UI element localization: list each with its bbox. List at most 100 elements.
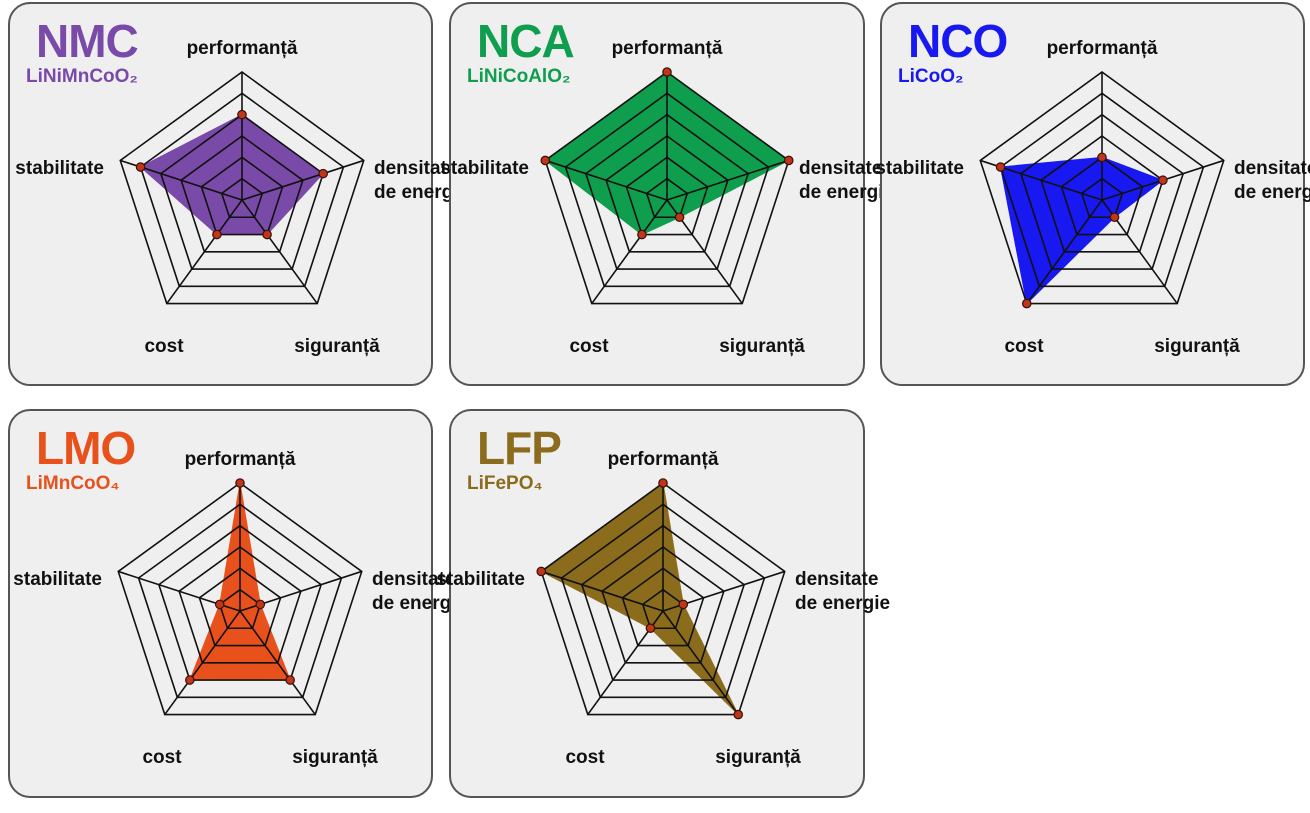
grid-ring (580, 524, 746, 681)
chart-subtitle: LiNiCoAlO₂ (467, 66, 571, 87)
grid-spoke (239, 610, 316, 716)
grid-spoke (166, 199, 243, 305)
chart-title: NCA (477, 15, 575, 67)
axis-label-safety: siguranță (719, 336, 805, 357)
grid-ring (180, 135, 304, 253)
data-point (658, 478, 668, 488)
axis-label-cost: cost (565, 747, 605, 768)
grid-ring (200, 156, 284, 236)
axis-label-stability: stabilitate (13, 569, 102, 590)
chart-subtitle: LiMnCoO₄ (26, 473, 120, 494)
data-point (783, 155, 794, 166)
axis-label-performance: performanță (187, 38, 298, 59)
data-point (237, 109, 247, 120)
grid-ring (117, 482, 363, 716)
data-point (212, 229, 222, 240)
data-point (318, 168, 328, 179)
data-point (645, 623, 656, 634)
axis-label-performance: performanță (608, 449, 719, 470)
data-point (536, 566, 547, 577)
data-point (637, 229, 647, 240)
data-point (995, 162, 1006, 172)
grid-ring (621, 567, 705, 647)
grid-spoke (241, 159, 364, 201)
data-point (185, 675, 195, 685)
axis-label-safety: siguranță (715, 747, 801, 768)
axis-label-cost: cost (142, 747, 182, 768)
axis-label-stability: stabilitate (440, 158, 529, 179)
chart-title: NCO (908, 15, 1008, 67)
grid-ring (625, 156, 709, 236)
chart-subtitle: LiCoO₂ (898, 66, 964, 87)
data-point (674, 212, 685, 223)
data-point (262, 229, 272, 240)
grid-spoke (662, 610, 739, 716)
data-point (235, 478, 245, 488)
grid-ring (139, 92, 345, 288)
grid-spoke (545, 159, 668, 201)
data-point (285, 675, 295, 685)
grid-ring (178, 546, 302, 664)
axis-label-performance: performanță (1047, 38, 1158, 59)
grid-ring (1080, 177, 1124, 219)
grid-ring (564, 92, 770, 288)
axis-label-cost: cost (569, 336, 609, 357)
data-point (1158, 175, 1168, 186)
data-point (733, 709, 744, 720)
data-point (255, 599, 266, 610)
axis-label-safety: siguranță (1154, 336, 1240, 357)
grid-spoke (541, 570, 664, 612)
axis-label-performance: performanță (185, 449, 296, 470)
grid-ring (220, 177, 264, 219)
grid-ring (1019, 113, 1185, 270)
chart-title: NMC (36, 15, 139, 67)
grid-ring (198, 567, 282, 647)
data-point (1109, 212, 1120, 223)
grid-ring (1040, 135, 1164, 253)
data-point (678, 599, 689, 610)
grid-spoke (241, 199, 318, 305)
grid-ring (157, 524, 323, 681)
axis-label-stability: stabilitate (436, 569, 525, 590)
chart-title: LFP (477, 422, 562, 474)
data-point (540, 155, 551, 166)
chart-subtitle: LiFePO₄ (467, 473, 543, 494)
grid-ring (605, 135, 729, 253)
axis-label-stability: stabilitate (875, 158, 964, 179)
grid-ring (119, 71, 365, 305)
data-area (999, 156, 1164, 305)
chart-title: LMO (36, 422, 136, 474)
grid-spoke (666, 159, 789, 201)
axis-label-cost: cost (1004, 336, 1044, 357)
grid-ring (540, 482, 786, 716)
axis-label-safety: siguranță (294, 336, 380, 357)
data-point (1021, 298, 1032, 309)
grid-ring (137, 503, 343, 699)
data-point (214, 599, 225, 610)
data-point (662, 67, 672, 77)
grid-spoke (1026, 199, 1103, 305)
grid-ring (601, 546, 725, 664)
grid-ring (544, 71, 790, 305)
grid-ring (645, 177, 689, 219)
grid-ring (560, 503, 766, 699)
grid-ring (584, 113, 750, 270)
axis-label-stability: stabilitate (15, 158, 104, 179)
data-point (135, 162, 146, 172)
grid-ring (979, 71, 1225, 305)
